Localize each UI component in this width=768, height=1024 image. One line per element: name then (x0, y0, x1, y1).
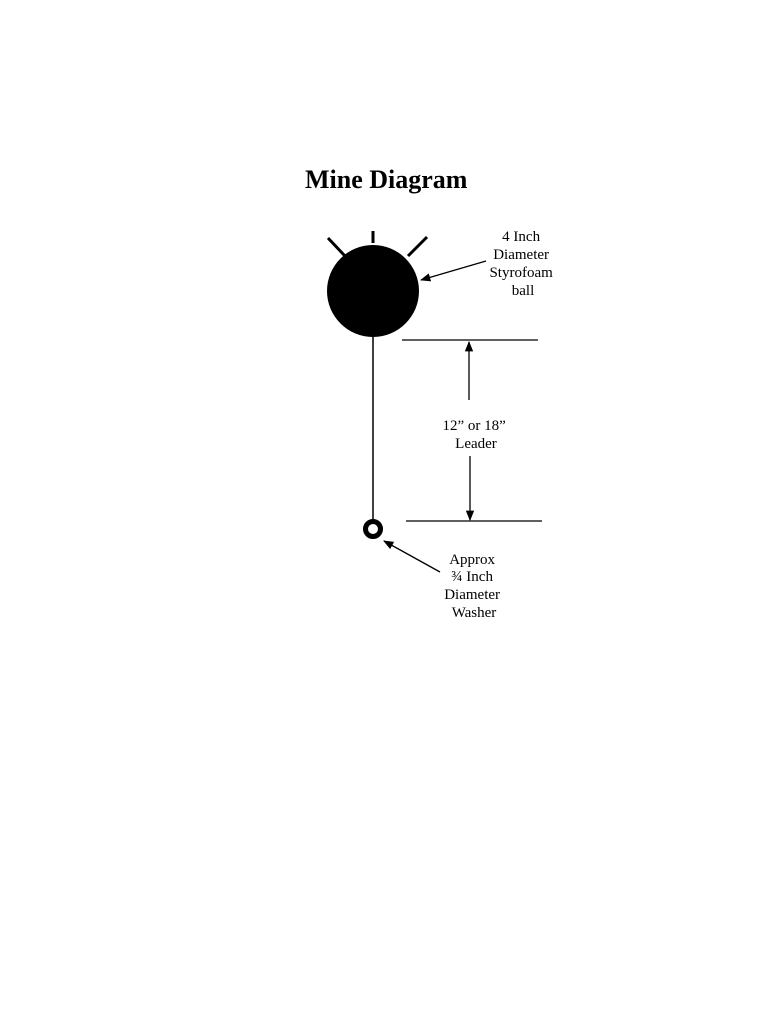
page-title: Mine Diagram (305, 165, 468, 194)
ball-label-line: 4 Inch (502, 229, 540, 245)
styrofoam-ball (327, 245, 419, 337)
washer-label-line: Washer (452, 605, 497, 621)
washer-callout-arrow (383, 540, 441, 573)
ball-label-line: Styrofoam (489, 265, 553, 281)
ball-label-line: Diameter (493, 247, 549, 263)
ball-callout-arrow (420, 260, 487, 282)
leader-label: 12” or 18” Leader (442, 418, 509, 452)
ball-label: 4 Inch Diameter Styrofoam ball (489, 229, 556, 299)
leader-label-line: Leader (455, 436, 497, 452)
washer-label-line: ¾ Inch (451, 569, 493, 585)
ball-label-line: ball (512, 283, 535, 299)
ball-spike-right (406, 235, 429, 258)
washer (363, 519, 383, 539)
washer-label-line: Approx (449, 552, 495, 568)
washer-label: Approx ¾ Inch Diameter Washer (444, 552, 504, 621)
leader-label-line: 12” or 18” (442, 418, 505, 434)
washer-label-line: Diameter (444, 587, 500, 603)
ball-spike-left (326, 236, 347, 258)
